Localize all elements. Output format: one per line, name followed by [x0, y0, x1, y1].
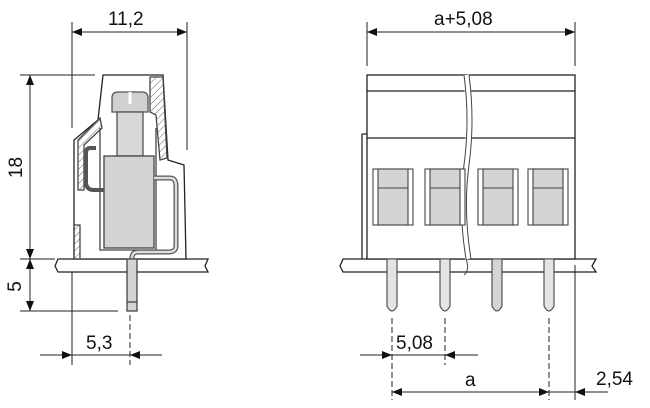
- side-view: [54, 74, 210, 312]
- dim-label-width-side: 11,2: [108, 9, 144, 30]
- pin-side: [126, 258, 138, 312]
- break-line: [460, 74, 472, 260]
- terminal-opening-2: [424, 168, 466, 226]
- pin-4: [543, 258, 555, 312]
- pins-front: [386, 258, 555, 312]
- terminal-opening-4: [527, 168, 569, 226]
- front-view: [339, 74, 598, 276]
- dim-label-height-side: 18: [6, 156, 28, 179]
- screw-shank: [116, 111, 144, 157]
- terminal-openings: [372, 168, 569, 226]
- pin-1: [386, 258, 398, 312]
- clamp-body: [103, 155, 155, 249]
- dim-label-a: a: [465, 370, 476, 391]
- terminal-opening-3: [477, 168, 519, 226]
- dim-label-edge-offset: 2,54: [596, 369, 633, 390]
- dim-label-pitch: 5,08: [396, 333, 433, 354]
- dim-label-pin-offset: 5,3: [86, 333, 113, 354]
- side-dimensions: [20, 22, 188, 365]
- dim-label-pin-length: 5: [4, 281, 26, 292]
- dim-label-total-width: a+5,08: [434, 9, 493, 30]
- front-dimensions: [360, 22, 608, 400]
- terminal-opening-1: [372, 168, 414, 226]
- pin-2: [439, 258, 451, 312]
- pin-3: [491, 258, 503, 312]
